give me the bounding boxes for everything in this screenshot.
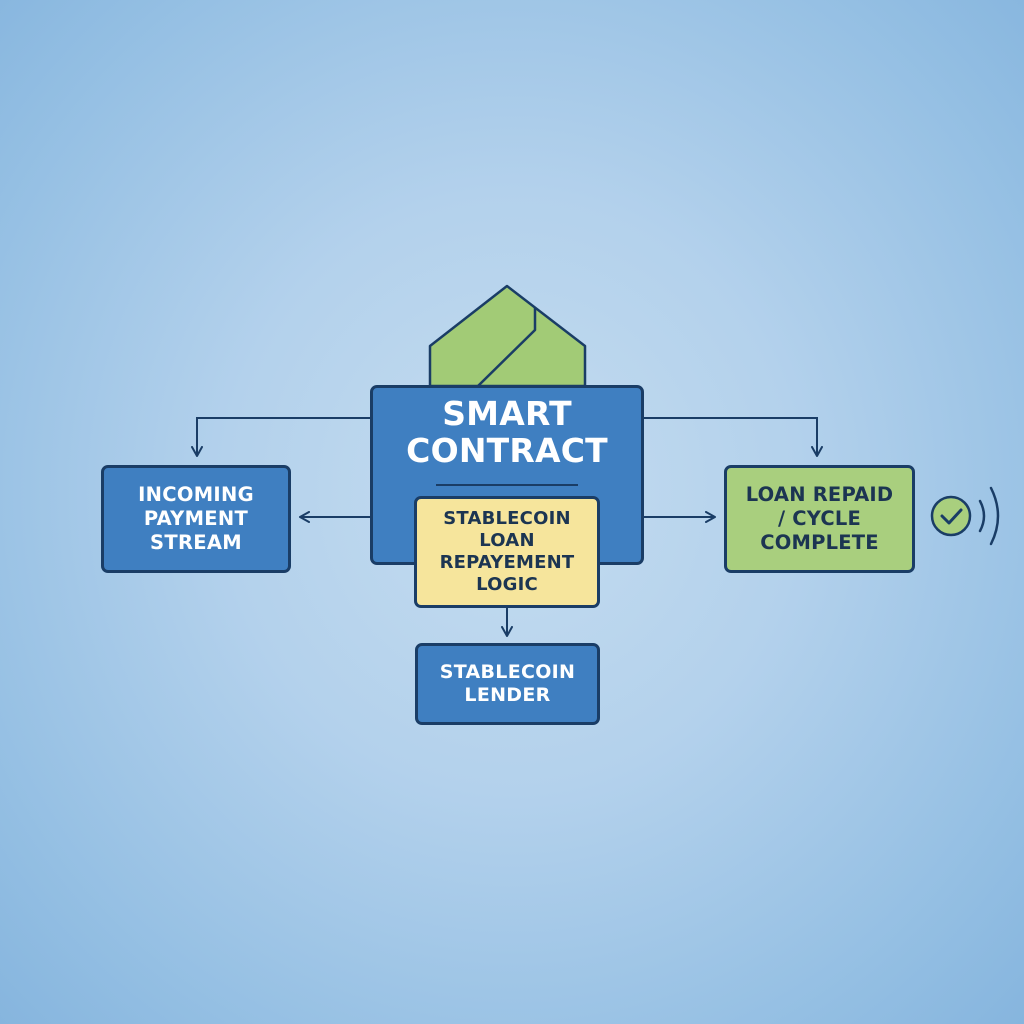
connector-top-right [644, 417, 823, 457]
incoming-line-1: INCOMING [138, 483, 254, 507]
incoming-payment-stream-box: INCOMING PAYMENT STREAM [101, 465, 291, 573]
incoming-line-2: PAYMENT [143, 507, 249, 531]
lender-line-2: LENDER [464, 684, 551, 706]
repay-line-3: REPAYEMENT [439, 552, 575, 573]
repay-line-1: STABLECOIN [443, 508, 571, 530]
complete-line-3: COMPLETE [760, 530, 879, 554]
connector-top-left [191, 417, 370, 457]
repayment-logic-box: STABLECOIN LOAN REPAYEMENT LOGIC [414, 496, 600, 608]
incoming-line-3: STREAM [150, 530, 242, 554]
loan-repaid-box: LOAN REPAID / CYCLE COMPLETE [724, 465, 915, 573]
complete-line-2: / CYCLE [777, 507, 862, 531]
stablecoin-lender-box: STABLECOIN LENDER [415, 643, 600, 725]
lender-line-1: STABLECOIN [439, 660, 576, 683]
repay-line-2: LOAN [479, 530, 535, 552]
repay-line-4: LOGIC [476, 573, 538, 595]
smart-contract-line-1: SMART [442, 394, 572, 433]
check-signal-icon [930, 486, 1000, 546]
smart-contract-divider [436, 483, 578, 486]
smart-contract-box: SMART CONTRACT [370, 385, 644, 565]
house-shaped-shield-icon [428, 284, 587, 388]
smart-contract-line-2: CONTRACT [406, 430, 608, 470]
complete-line-1: LOAN REPAID [745, 483, 894, 507]
